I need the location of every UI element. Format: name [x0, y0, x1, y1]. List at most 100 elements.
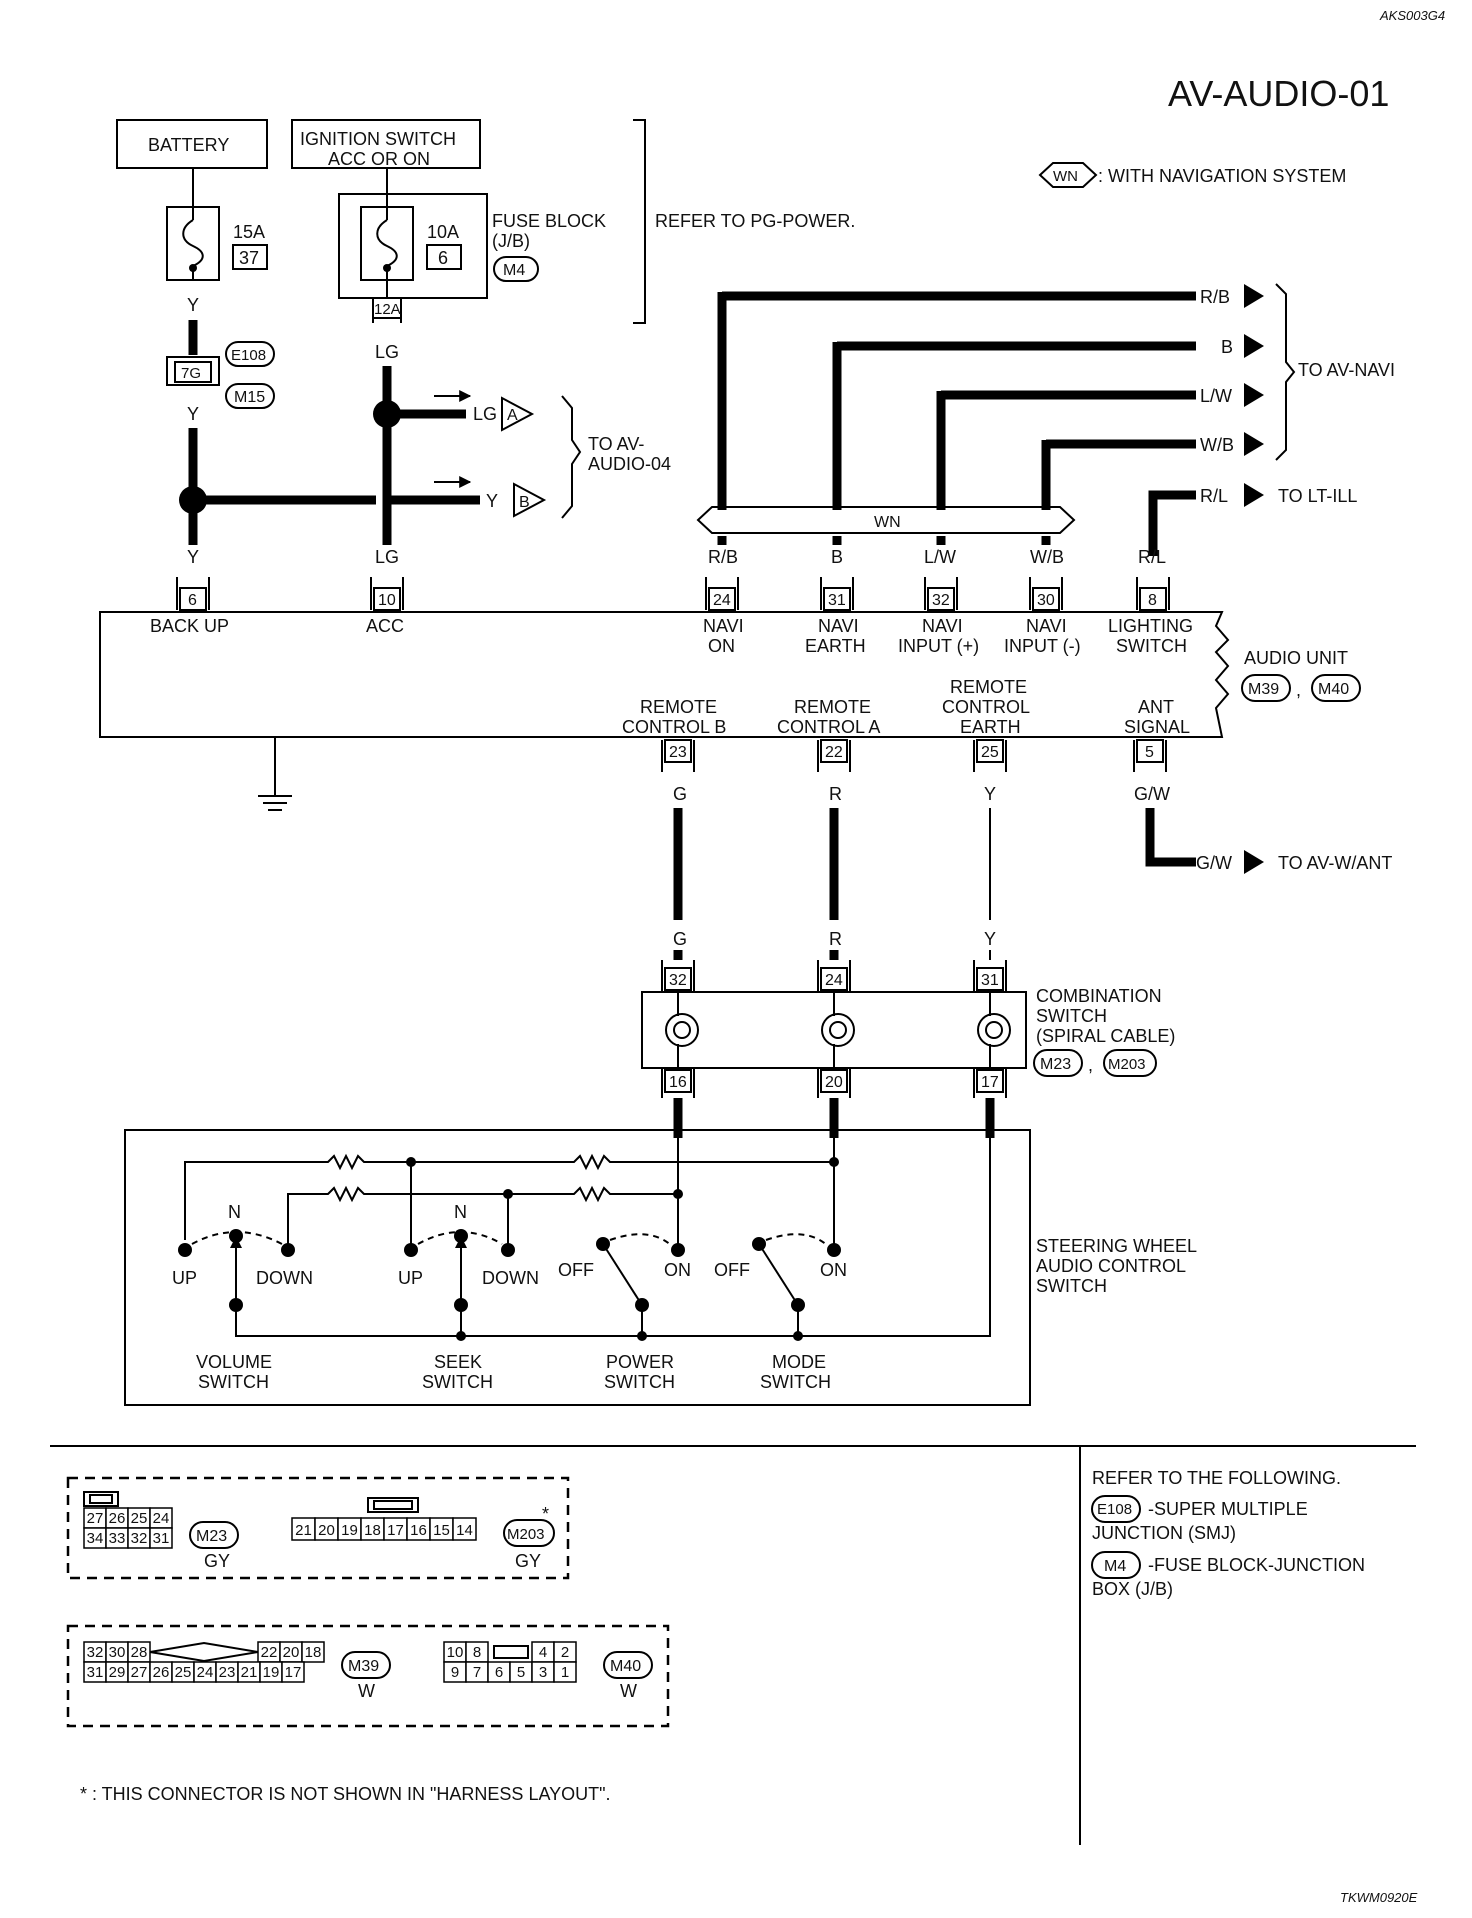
terminal-num: 16 [669, 1074, 687, 1091]
conn-m15-oval [225, 383, 275, 409]
refer-bracket [633, 119, 646, 324]
wire-y-2: Y [187, 404, 199, 424]
wire-b: B [831, 547, 843, 567]
power-switch-label-2: SWITCH [604, 1372, 675, 1392]
wire-b-out: B [1221, 337, 1233, 357]
bt-name-22: REMOTE [794, 697, 871, 717]
bt-name0-25: REMOTE [950, 677, 1027, 697]
conn-m203: M203 [1108, 1056, 1146, 1073]
cs-terminal-17: 17 [973, 1068, 1007, 1098]
m40-color: W [620, 1681, 637, 1701]
volume-switch-label-2: SWITCH [198, 1372, 269, 1392]
connector-pin-number: 26 [109, 1510, 126, 1527]
combination-switch-label: COMBINATION [1036, 986, 1162, 1006]
wire-rl-out: R/L [1200, 486, 1228, 506]
wire-g-1: G [673, 784, 687, 804]
terminal-num: 23 [669, 744, 687, 761]
fuse-block-box [338, 193, 488, 299]
cs-terminal-32: 32 [661, 960, 695, 992]
wire-y-b: Y [486, 491, 498, 511]
fb-terminal-12a: 12A [374, 301, 401, 318]
wire-rb: R/B [708, 547, 738, 567]
wire-r-2: R [829, 929, 842, 949]
wire-g-2: G [673, 929, 687, 949]
power-on: ON [664, 1260, 691, 1280]
audio-terminal-5: 5 [1133, 739, 1167, 772]
mode-switch-label-2: SWITCH [760, 1372, 831, 1392]
bt-name2-25: EARTH [960, 717, 1021, 737]
connector-pin-number: 14 [456, 1522, 473, 1539]
audio-terminal-6: 6 BACK UP [150, 577, 229, 636]
connector-pin-number: 23 [219, 1664, 236, 1681]
mode-switch-label: MODE [772, 1352, 826, 1372]
m40-label: M40 [610, 1658, 641, 1675]
connector-pin-number: 15 [433, 1522, 450, 1539]
connector-pin-number: 32 [87, 1644, 104, 1661]
fuse-block-label: FUSE BLOCK [492, 211, 606, 231]
bt-name-5: ANT [1138, 697, 1174, 717]
to-av-want: TO AV-W/ANT [1278, 853, 1392, 873]
m23-color: GY [204, 1551, 230, 1571]
connector-cavity [301, 1641, 325, 1663]
steering-switch-label-3: SWITCH [1036, 1276, 1107, 1296]
to-av-audio-04: TO AV- [588, 434, 644, 454]
connector-pin-number: 22 [261, 1644, 278, 1661]
connector-cavity [452, 1517, 477, 1541]
connector-pin-number: 34 [87, 1530, 104, 1547]
m40-key [493, 1645, 529, 1659]
refer-e108-text: -SUPER MULTIPLE [1148, 1499, 1308, 1519]
terminal-num: 31 [981, 972, 999, 989]
connector-pin-number: 10 [447, 1644, 464, 1661]
terminal-num: 30 [1037, 592, 1055, 609]
navi-bracket [1275, 283, 1296, 461]
wire-rb-out: R/B [1200, 287, 1230, 307]
mode-on: ON [820, 1260, 847, 1280]
connector-pin-number: 3 [539, 1664, 547, 1681]
audio-terminal-32: 32 NAVI INPUT (+) [898, 577, 979, 656]
terminal-name-2: SWITCH [1116, 636, 1187, 656]
terminal-num: 5 [1145, 744, 1154, 761]
connector-pin-number: 24 [197, 1664, 214, 1681]
vol-down: DOWN [256, 1268, 313, 1288]
connector-pin-number: 6 [495, 1664, 503, 1681]
conn-m39: M39 [1248, 681, 1279, 698]
seek-switch: N UP DOWN SEEK SWITCH [398, 1202, 539, 1392]
connector-pin-number: 19 [263, 1664, 280, 1681]
terminal-name-2: EARTH [805, 636, 866, 656]
fuse-10a-num: 6 [438, 248, 448, 268]
footnote-text: : THIS CONNECTOR IS NOT SHOWN IN "HARNES… [92, 1784, 611, 1804]
offpage-conn-b: B [519, 494, 530, 511]
seek-switch-label: SEEK [434, 1352, 482, 1372]
comma: , [1296, 680, 1301, 700]
m23-label: M23 [196, 1528, 227, 1545]
wn-bus-label: WN [874, 514, 901, 531]
connector-pin-number: 33 [109, 1530, 126, 1547]
audio-terminal-8: 8 LIGHTING SWITCH [1108, 577, 1193, 656]
terminal-name: LIGHTING [1108, 616, 1193, 636]
combination-switch-label-3: (SPIRAL CABLE) [1036, 1026, 1175, 1046]
bt-name2-22: CONTROL A [777, 717, 880, 737]
wn-legend-text: : WITH NAVIGATION SYSTEM [1098, 166, 1346, 186]
connector-pin-number: 20 [318, 1522, 335, 1539]
cs-terminal-20: 20 [817, 1068, 851, 1098]
terminal-name-2: INPUT (-) [1004, 636, 1081, 656]
conn-m40: M40 [1318, 681, 1349, 698]
terminal-name: NAVI [818, 616, 859, 636]
bt-name-23: REMOTE [640, 697, 717, 717]
wn-legend: WN : WITH NAVIGATION SYSTEM [1038, 162, 1346, 188]
conn-m4-oval [493, 256, 539, 282]
connector-cavity [281, 1661, 305, 1683]
terminal-num: 22 [825, 744, 843, 761]
audio-terminal-10: 10 ACC [366, 577, 404, 636]
terminal-num: 31 [828, 592, 846, 609]
conn-m15: M15 [234, 389, 265, 406]
connector-pin-number: 9 [451, 1664, 459, 1681]
seek-up: UP [398, 1268, 423, 1288]
comma-2: , [1088, 1055, 1093, 1075]
connector-pin-number: 31 [153, 1530, 170, 1547]
m39-color: W [358, 1681, 375, 1701]
cs-terminal-24: 24 [817, 960, 851, 992]
